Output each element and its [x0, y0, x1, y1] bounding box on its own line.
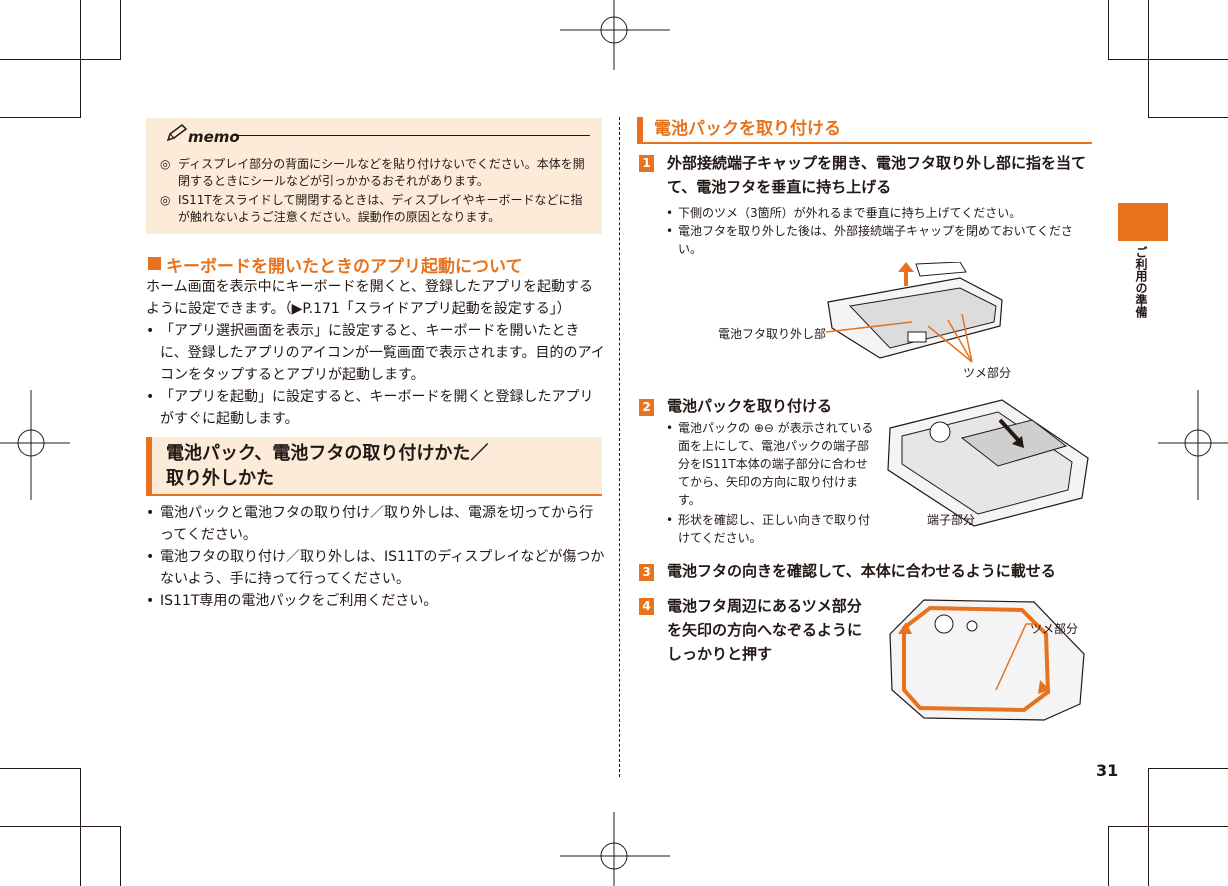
right-section-heading: 電池パックを取り付ける	[654, 119, 841, 139]
step-title: 外部接続端子キャップを開き、電池フタ取り外し部に指を当てて、電池フタを垂直に持ち…	[667, 154, 1086, 196]
list-item: •「アプリ選択画面を表示」に設定すると、キーボードを開いたときに、登録したアプリ…	[146, 323, 605, 383]
crop-mark	[0, 59, 120, 60]
step-title: 電池フタ周辺にあるツメ部分を矢印の方向へなぞるようにしっかりと押す	[667, 597, 863, 663]
step-number: 4	[639, 598, 654, 615]
crop-mark	[0, 826, 120, 827]
crop-mark	[1148, 768, 1228, 769]
cover-press-illustration	[889, 599, 1085, 721]
memo-item: ◎ IS11Tをスライドして開閉するときは、ディスプレイやキーボードなどに指が触…	[160, 193, 583, 224]
battery-section-heading-box: 電池パック、電池フタの取り付けかた／ 取り外しかた	[146, 437, 602, 496]
step-number: 2	[639, 399, 654, 416]
registration-mark-right	[1158, 390, 1228, 500]
list-item: •電池パックと電池フタの取り付け／取り外しは、電源を切ってから行ってください。	[146, 505, 594, 543]
battery-insert-illustration	[887, 399, 1089, 527]
crop-mark	[1108, 59, 1228, 60]
crop-mark	[120, 0, 121, 60]
right-section-heading-box: 電池パックを取り付ける	[637, 117, 1092, 144]
registration-mark-left	[0, 390, 70, 500]
list-item: •下側のツメ（3箇所）が外れるまで垂直に持ち上げてください。	[666, 206, 1022, 220]
step-number: 3	[639, 564, 654, 581]
battery-section-heading: 電池パック、電池フタの取り付けかた／ 取り外しかた	[166, 443, 489, 489]
section-tab-label: ご利用の準備	[1134, 246, 1148, 318]
crop-mark	[1108, 0, 1109, 60]
memo-item: ◎ ディスプレイ部分の背面にシールなどを貼り付けないでください。本体を開閉すると…	[160, 157, 585, 188]
memo-title: memo	[188, 128, 240, 146]
crop-mark	[0, 768, 80, 769]
list-item: •「アプリを起動」に設定すると、キーボードを開くと登録したアプリがすぐに起動しま…	[146, 389, 594, 427]
crop-mark	[80, 0, 81, 118]
list-item: •電池パックの ⊕⊖ が表示されている面を上にして、電池パックの端子部分をIS1…	[666, 421, 874, 507]
list-item: •電池フタを取り外した後は、外部接続端子キャップを閉めておいてください。	[666, 224, 1073, 256]
keyboard-section-heading: キーボードを開いたときのアプリ起動について	[166, 257, 523, 277]
crop-mark	[80, 768, 81, 886]
memo-rule	[234, 135, 590, 136]
page-number: 31	[1096, 761, 1119, 780]
step-title: 電池フタの向きを確認して、本体に合わせるように載せる	[667, 562, 1056, 580]
crop-mark	[0, 117, 80, 118]
registration-mark-top	[560, 0, 670, 70]
crop-mark	[1148, 0, 1149, 118]
crop-mark	[1108, 826, 1228, 827]
list-item: •電池フタの取り付け／取り外しは、IS11Tのディスプレイなどが傷つかないよう、…	[146, 549, 605, 587]
step-number: 1	[639, 155, 654, 172]
column-divider	[619, 117, 620, 777]
crop-mark	[1148, 117, 1228, 118]
label-tabs: ツメ部分	[1030, 622, 1079, 636]
heading-square-icon	[148, 257, 161, 270]
label-tabs: ツメ部分	[963, 366, 1012, 380]
label-cover-release: 電池フタ取り外し部	[718, 327, 827, 341]
crop-mark	[120, 826, 121, 886]
leader-lines	[825, 313, 973, 363]
memo-box: memo ◎ ディスプレイ部分の背面にシールなどを貼り付けないでください。本体を…	[146, 118, 602, 234]
list-item: •形状を確認し、正しい向きで取り付けてください。	[666, 513, 871, 545]
list-item: •IS11T専用の電池パックをご利用ください。	[146, 593, 438, 609]
pencil-icon	[166, 124, 188, 142]
registration-mark-bottom	[560, 812, 670, 886]
step-title: 電池パックを取り付ける	[667, 397, 833, 415]
crop-mark	[1108, 826, 1109, 886]
crop-mark	[1148, 768, 1149, 886]
label-terminal: 端子部分	[927, 513, 976, 527]
keyboard-intro: ホーム画面を表示中にキーボードを開くと、登録したアプリを起動するように設定できま…	[146, 279, 594, 317]
phone-cover-removal-illustration	[827, 262, 1003, 359]
section-tab	[1118, 203, 1168, 241]
